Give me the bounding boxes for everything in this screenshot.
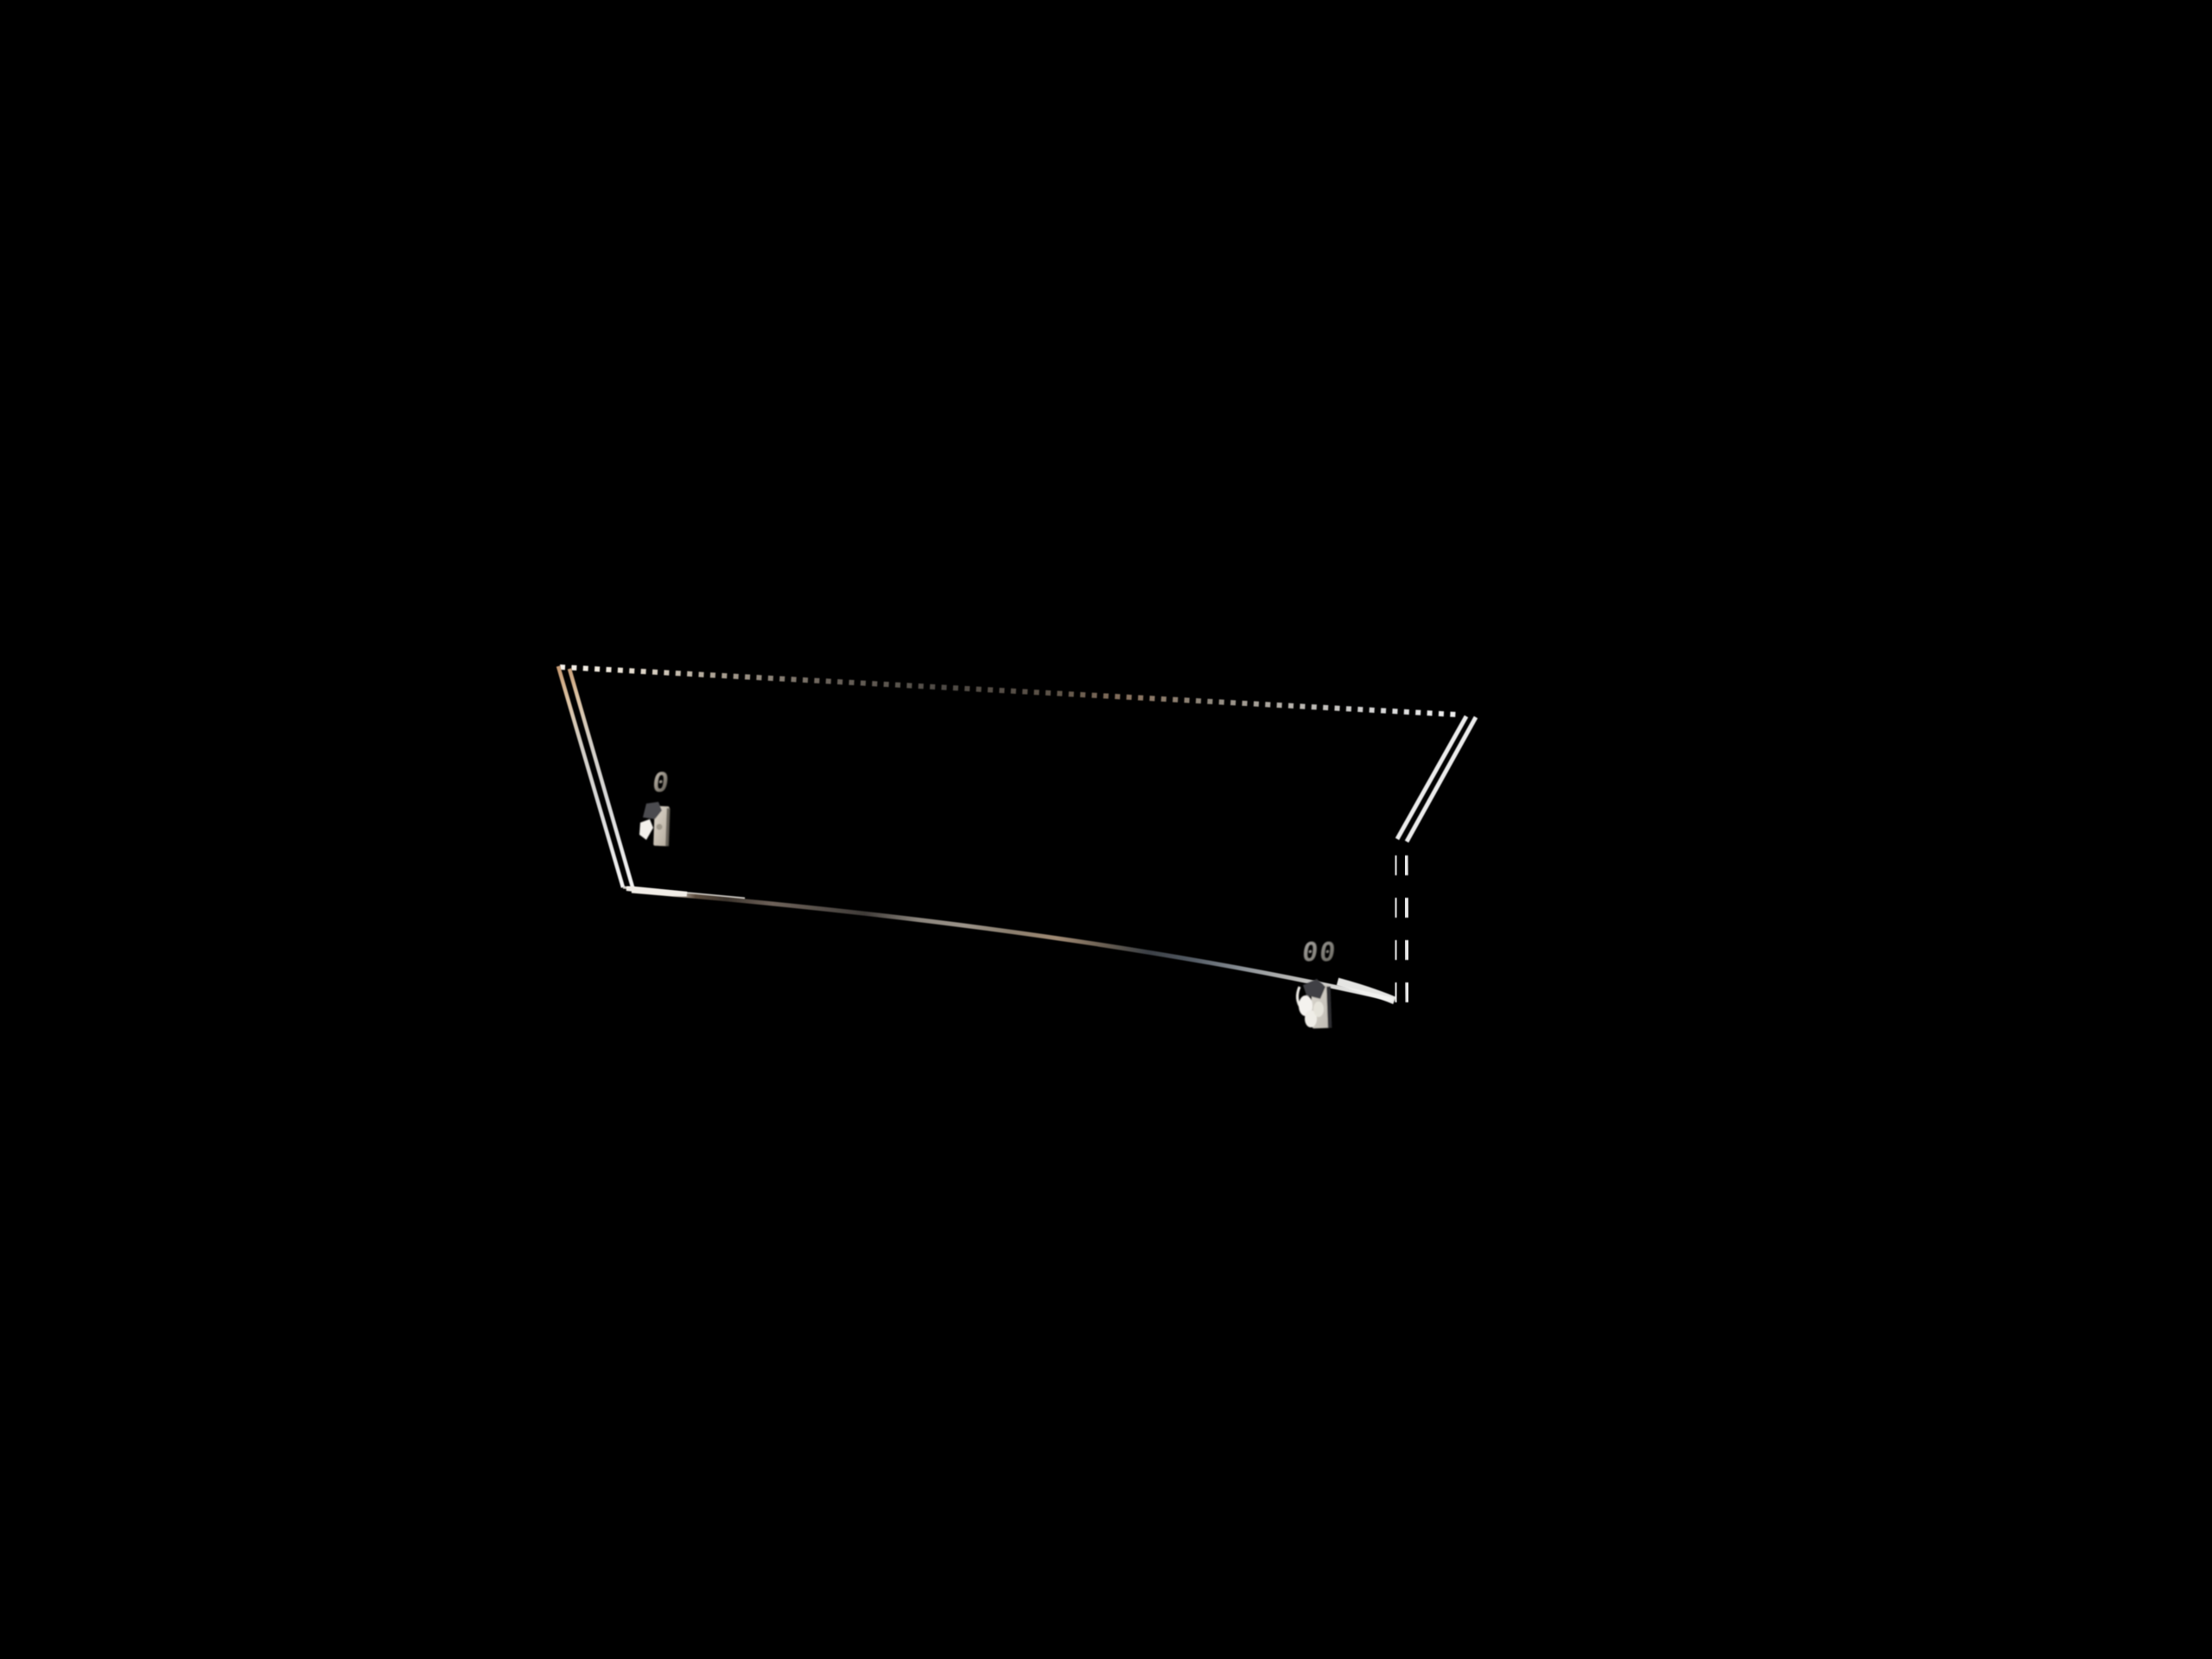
sprite-left-dark-top <box>643 802 662 819</box>
sprite-right-body-shadow-edge <box>1326 986 1332 1028</box>
double-zero-marker-label: 00 <box>1300 938 1338 968</box>
sprite-right-white-limb-lower <box>1305 1010 1317 1027</box>
top-boundary-dotted-line <box>559 664 1458 717</box>
sprite-left-body-shadow-edge <box>665 808 671 847</box>
figure-sprite-right <box>1295 979 1332 1029</box>
bottom-boundary-highlight-left <box>626 886 688 897</box>
sprite-left-white-limb <box>639 819 653 840</box>
sprite-right-dark-top <box>1303 979 1325 999</box>
right-boundary-line-outer <box>1404 715 1478 843</box>
left-boundary-line-inner <box>567 668 636 891</box>
left-boundary-line-outer <box>556 665 626 888</box>
figure-sprite-left <box>639 802 671 847</box>
bottom-boundary-line <box>631 888 1394 1002</box>
right-boundary-dashed-line-left <box>1393 855 1399 1003</box>
right-boundary-dashed-line-right <box>1403 855 1410 1003</box>
sprite-left-detail-dot <box>656 823 663 830</box>
zero-marker-label: 0 <box>651 767 671 798</box>
right-boundary-line-inner <box>1395 715 1469 841</box>
sprite-right-body-highlight <box>1313 1001 1324 1017</box>
bottom-boundary-highlight-right <box>1336 977 1396 1005</box>
